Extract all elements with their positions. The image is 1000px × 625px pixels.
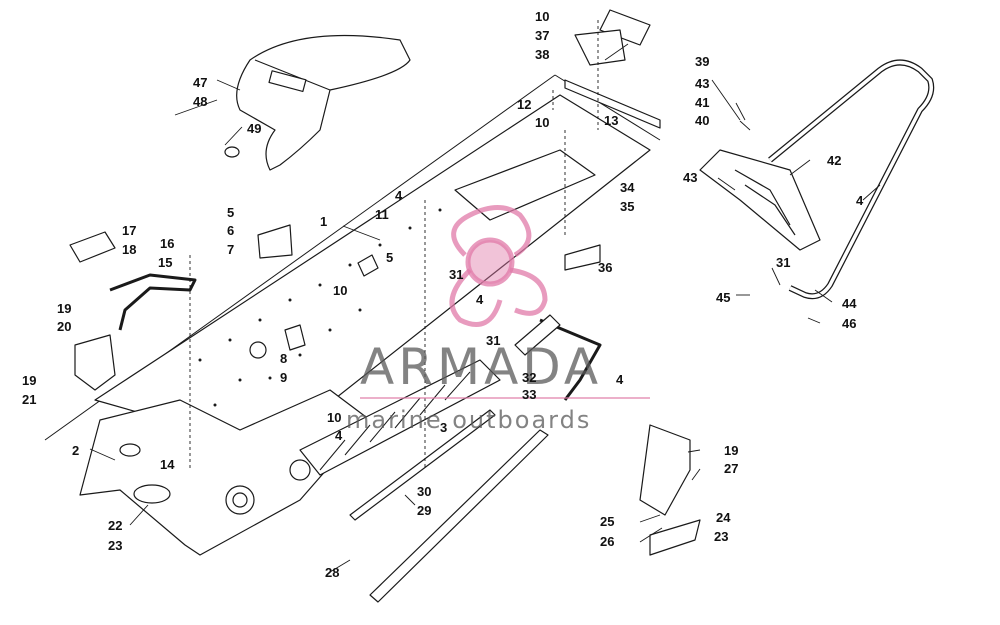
callout-41: 41 bbox=[695, 95, 709, 110]
callout-10-c: 10 bbox=[333, 283, 347, 298]
callout-38: 38 bbox=[535, 47, 549, 62]
callout-2: 2 bbox=[72, 443, 79, 458]
callout-15: 15 bbox=[158, 255, 172, 270]
watermark-logo bbox=[449, 205, 548, 327]
watermark-title: ARMADA bbox=[360, 338, 602, 396]
callout-37: 37 bbox=[535, 28, 549, 43]
callout-7: 7 bbox=[227, 242, 234, 257]
watermark: ARMADA marine outboards bbox=[346, 205, 650, 434]
callout-19-b: 19 bbox=[22, 373, 36, 388]
callout-43-b: 43 bbox=[683, 170, 697, 185]
callout-4-d: 4 bbox=[616, 372, 624, 387]
callout-10-d: 10 bbox=[327, 410, 341, 425]
callout-48: 48 bbox=[193, 94, 207, 109]
callout-40: 40 bbox=[695, 113, 709, 128]
callout-4-e: 4 bbox=[856, 193, 864, 208]
callout-25: 25 bbox=[600, 514, 614, 529]
callout-12: 12 bbox=[517, 97, 531, 112]
callout-44: 44 bbox=[842, 296, 857, 311]
callout-31-a: 31 bbox=[449, 267, 463, 282]
callout-21: 21 bbox=[22, 392, 36, 407]
leader-lines bbox=[89, 43, 881, 573]
callout-23-b: 23 bbox=[714, 529, 728, 544]
callout-45: 45 bbox=[716, 290, 730, 305]
callout-9: 9 bbox=[280, 370, 287, 385]
callout-4-a: 4 bbox=[395, 188, 403, 203]
callout-5-b: 5 bbox=[386, 250, 393, 265]
callout-6: 6 bbox=[227, 223, 234, 238]
callout-4-b: 4 bbox=[476, 292, 484, 307]
callout-33: 33 bbox=[522, 387, 536, 402]
callout-42: 42 bbox=[827, 153, 841, 168]
callout-13: 13 bbox=[604, 113, 618, 128]
callout-19-a: 19 bbox=[57, 301, 71, 316]
callout-49: 49 bbox=[247, 121, 261, 136]
callout-27: 27 bbox=[724, 461, 738, 476]
callout-47: 47 bbox=[193, 75, 207, 90]
callout-14: 14 bbox=[160, 457, 175, 472]
callout-31-c: 31 bbox=[776, 255, 790, 270]
callout-20: 20 bbox=[57, 319, 71, 334]
callout-22: 22 bbox=[108, 518, 122, 533]
callout-10-a: 10 bbox=[535, 9, 549, 24]
callout-26: 26 bbox=[600, 534, 614, 549]
callout-11: 11 bbox=[375, 207, 389, 222]
callout-19-c: 19 bbox=[724, 443, 738, 458]
callout-18: 18 bbox=[122, 242, 136, 257]
watermark-subtitle: marine outboards bbox=[346, 406, 591, 434]
callout-43-a: 43 bbox=[695, 76, 709, 91]
callout-8: 8 bbox=[280, 351, 287, 366]
callout-39: 39 bbox=[695, 54, 709, 69]
callout-28: 28 bbox=[325, 565, 339, 580]
callout-36: 36 bbox=[598, 260, 612, 275]
callout-32: 32 bbox=[522, 370, 536, 385]
callout-31-b: 31 bbox=[486, 333, 500, 348]
callouts: 1 2 3 4 4 4 4 4 5 5 6 7 8 9 10 10 10 10 … bbox=[22, 9, 864, 580]
callout-4-c: 4 bbox=[335, 428, 343, 443]
callout-30: 30 bbox=[417, 484, 431, 499]
callout-29: 29 bbox=[417, 503, 431, 518]
callout-24: 24 bbox=[716, 510, 731, 525]
tunnel-assembly bbox=[44, 9, 935, 603]
callout-3: 3 bbox=[440, 420, 447, 435]
callout-35: 35 bbox=[620, 199, 634, 214]
callout-23-a: 23 bbox=[108, 538, 122, 553]
callout-34: 34 bbox=[620, 180, 635, 195]
callout-46: 46 bbox=[842, 316, 856, 331]
callout-10-b: 10 bbox=[535, 115, 549, 130]
callout-17: 17 bbox=[122, 223, 136, 238]
callout-16: 16 bbox=[160, 236, 174, 251]
callout-5-a: 5 bbox=[227, 205, 234, 220]
callout-1: 1 bbox=[320, 214, 327, 229]
